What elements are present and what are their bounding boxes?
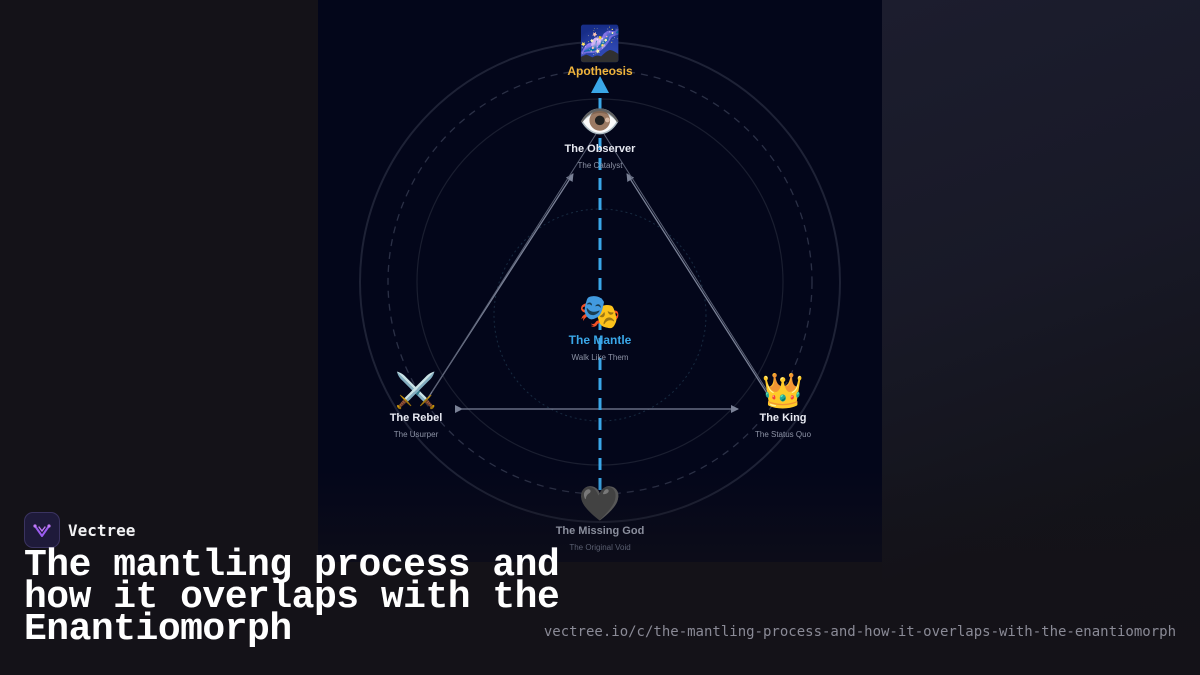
node-king-sub: The Status Quo [754, 430, 812, 439]
eye-icon: 👁️ [578, 103, 622, 141]
black-heart-icon: 🖤 [578, 485, 622, 523]
brand-name: Vectree [68, 520, 136, 540]
node-observer-sub: The Catalyst [577, 161, 623, 170]
node-mantle-sub: Walk Like Them [571, 353, 629, 362]
page-title: The mantling process and how it overlaps… [24, 544, 560, 651]
node-missing-god: 🖤 The Missing God The Original Void [520, 484, 680, 552]
brand[interactable]: Vectree [24, 512, 135, 548]
node-rebel-sub: The Usurper [393, 430, 439, 439]
node-mantle: 🎭 The Mantle Walk Like Them [520, 292, 680, 362]
dashed-ring [387, 69, 813, 495]
node-missing-god-name: The Missing God [555, 525, 645, 537]
node-rebel: ⚔️ The Rebel The Usurper [336, 371, 496, 439]
article-url[interactable]: vectree.io/c/the-mantling-process-and-ho… [543, 624, 1176, 640]
edge-king-to-observer [626, 173, 771, 399]
node-apotheosis: 🌌 Apotheosis [520, 24, 680, 78]
edge-observer-to-rebel [431, 133, 597, 393]
node-rebel-name: The Rebel [389, 412, 443, 424]
galaxy-icon: 🌌 [578, 25, 622, 63]
node-observer-name: The Observer [564, 143, 636, 155]
masks-icon: 🎭 [578, 293, 622, 331]
node-missing-god-sub: The Original Void [569, 543, 631, 552]
node-mantle-name: The Mantle [568, 333, 632, 347]
vectree-logo-icon [24, 512, 60, 548]
node-king: 👑 The King The Status Quo [703, 371, 863, 439]
node-king-name: The King [759, 412, 807, 424]
edge-observer-to-king [603, 133, 769, 393]
node-observer: 👁️ The Observer The Catalyst [520, 102, 680, 170]
ascension-arrowhead [591, 76, 609, 93]
crown-icon: 👑 [761, 372, 805, 410]
node-apotheosis-name: Apotheosis [567, 64, 633, 78]
crossed-swords-icon: ⚔️ [394, 372, 438, 410]
bottom-overlay [0, 470, 1200, 675]
